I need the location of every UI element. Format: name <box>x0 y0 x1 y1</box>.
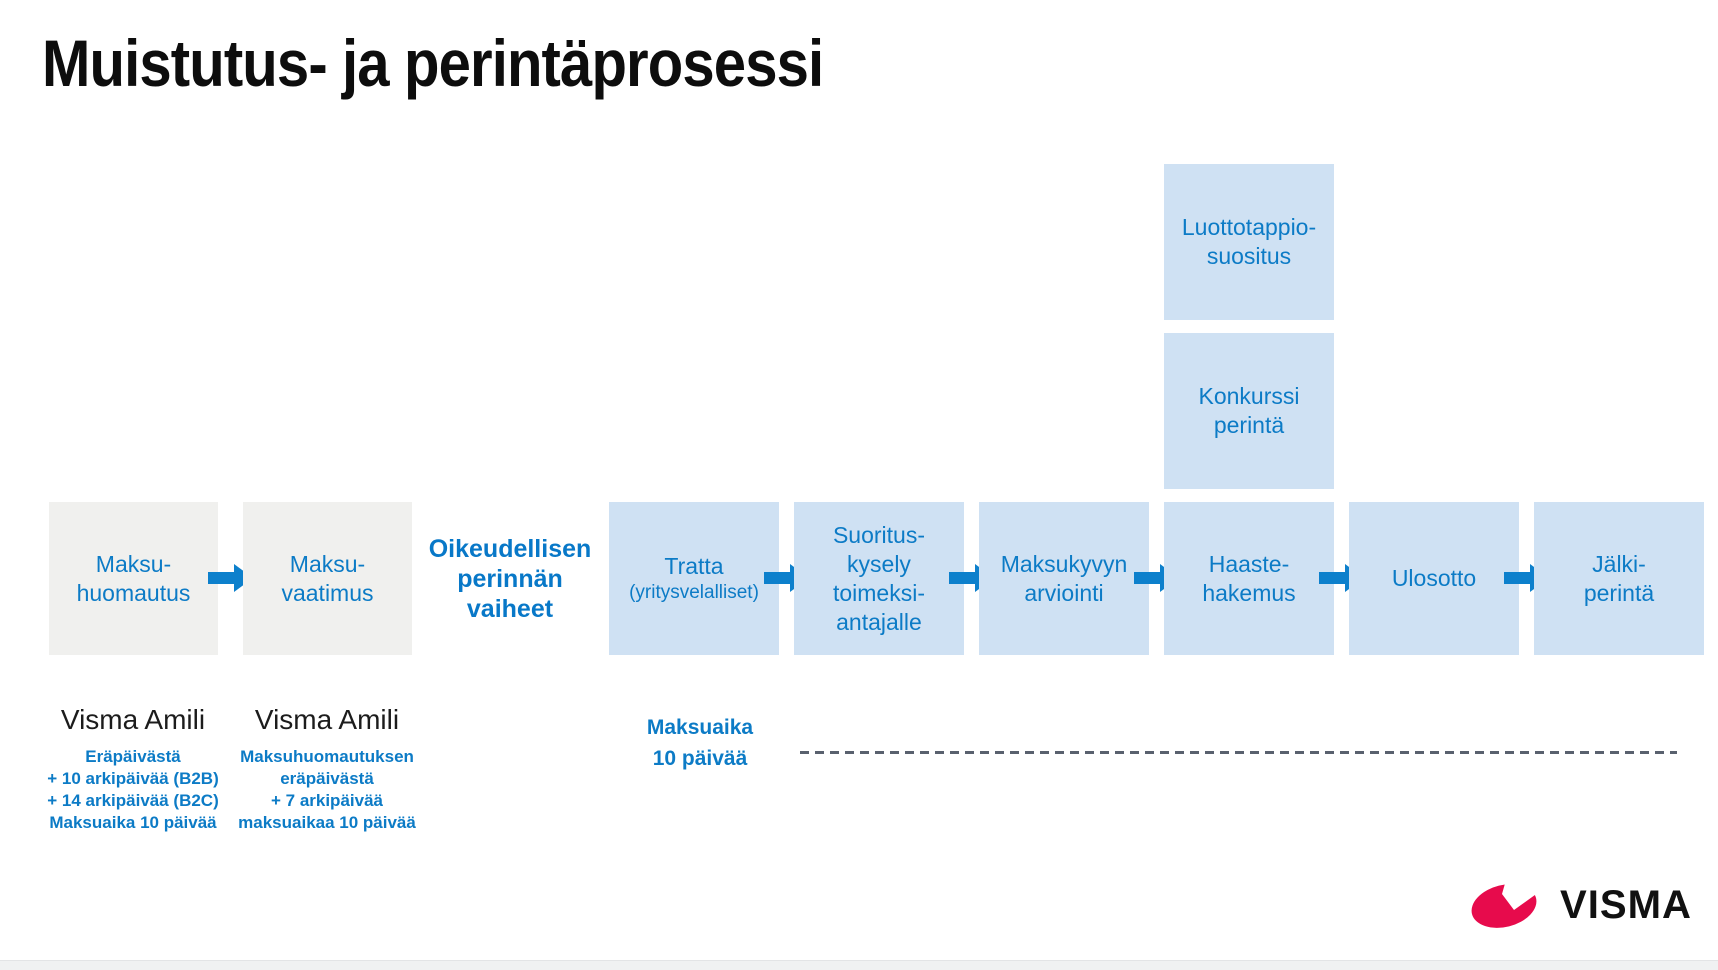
stage-box-haastehakemus: Haaste- hakemus <box>1164 502 1334 655</box>
stage-box-sublabel: (yritysvelalliset) <box>629 582 759 603</box>
timeline-dashed-line <box>800 751 1677 754</box>
stage-box-label: Luottotappio- suositus <box>1181 214 1317 269</box>
stage-box-label: Tratta (yritysvelalliset) <box>629 552 759 605</box>
stage-box-suorituskysely: Suoritus- kysely toimeksi- antajalle <box>794 502 964 655</box>
stage-box-label: Jälki- perintä <box>1583 550 1655 606</box>
note-visma-amili-1: Visma Amili Eräpäivästä + 10 arkipäivää … <box>23 703 243 834</box>
stage-box-maksukyvyn-arviointi: Maksukyvyn arviointi <box>979 502 1149 655</box>
stage-box-label: Ulosotto <box>1391 565 1477 591</box>
legal-phase-heading: Oikeudellisen perinnän vaiheet <box>428 535 592 623</box>
note-title: Visma Amili <box>60 704 206 735</box>
stage-box-maksuvaatimus: Maksu- vaatimus <box>243 502 412 655</box>
stage-box-label: Haaste- hakemus <box>1202 550 1296 606</box>
branch-box-konkurssiperinta: Konkurssi perintä <box>1164 333 1334 489</box>
page-title: Muistutus- ja perintäprosessi <box>42 26 824 100</box>
stage-box-jalkiperinta: Jälki- perintä <box>1534 502 1704 655</box>
stage-box-main-label: Tratta <box>664 553 724 579</box>
footer-strip <box>0 960 1718 970</box>
stage-box-label: Maksu- huomautus <box>76 550 191 606</box>
note-details: Eräpäivästä + 10 arkipäivää (B2B) + 14 a… <box>47 747 219 832</box>
branch-box-luottotappiosuositus: Luottotappio- suositus <box>1164 164 1334 320</box>
note-title: Visma Amili <box>254 704 400 735</box>
note-details: Maksuhuomautuksen eräpäivästä + 7 arkipä… <box>238 747 416 832</box>
visma-logo: VISMA <box>1471 880 1692 928</box>
stage-box-label: Maksu- vaatimus <box>281 550 374 606</box>
stage-box-label: Konkurssi perintä <box>1198 383 1300 438</box>
stage-box-label: Suoritus- kysely toimeksi- antajalle <box>832 521 926 635</box>
arrow-right-icon <box>208 564 253 592</box>
stage-box-ulosotto: Ulosotto <box>1349 502 1519 655</box>
visma-logo-mark <box>1471 880 1546 928</box>
payment-term-note: Maksuaika 10 päivää <box>646 716 754 770</box>
visma-logo-wordmark: VISMA <box>1560 883 1692 927</box>
note-visma-amili-2: Visma Amili Maksuhuomautuksen eräpäiväst… <box>217 703 437 834</box>
stage-box-tratta: Tratta (yritysvelalliset) <box>609 502 779 655</box>
stage-box-maksuhuomautus: Maksu- huomautus <box>49 502 218 655</box>
stage-box-label: Maksukyvyn arviointi <box>1000 550 1128 606</box>
